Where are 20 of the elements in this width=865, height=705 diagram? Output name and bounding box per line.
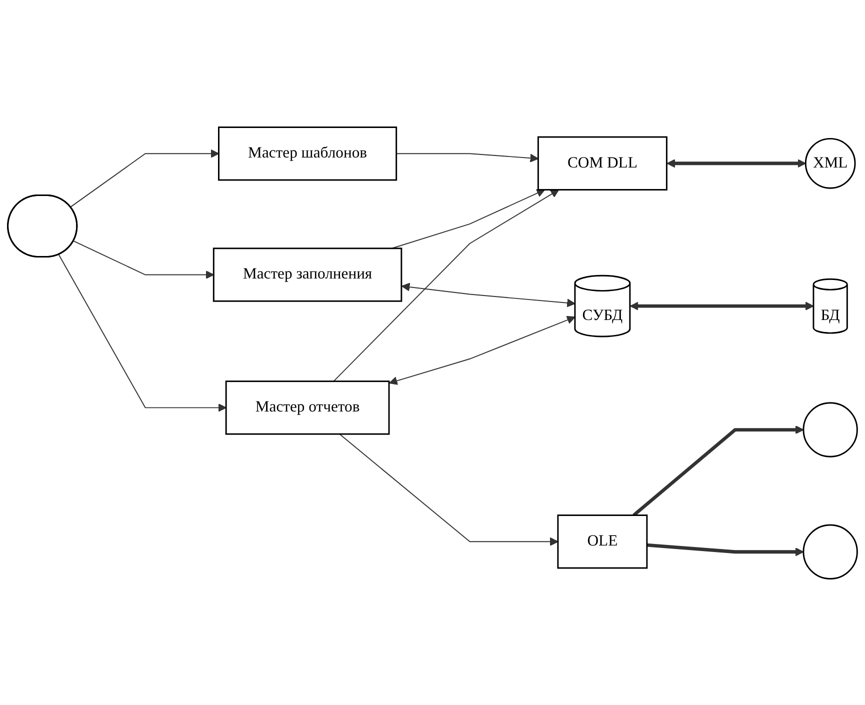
arrow [333, 188, 560, 382]
node-ellipse [802, 402, 858, 457]
arrow [58, 254, 226, 412]
arrow [339, 433, 558, 546]
node-box: Мастер шаблонов [218, 126, 398, 180]
arrow [646, 542, 804, 556]
arrow [389, 315, 576, 384]
arrow [630, 301, 814, 310]
node-box: Мастер отчетов [225, 380, 390, 434]
arrow [70, 148, 220, 208]
arrow [73, 240, 214, 279]
node-ellipse [802, 524, 858, 579]
node-box: COM DLL [537, 136, 668, 190]
node-box: OLE [557, 514, 648, 568]
arrow [401, 282, 576, 307]
arrow [396, 152, 539, 162]
arrow [666, 158, 806, 168]
node-circle: XML [804, 137, 856, 188]
arrow [632, 424, 804, 516]
node-box: Мастер заполнения [212, 247, 402, 302]
